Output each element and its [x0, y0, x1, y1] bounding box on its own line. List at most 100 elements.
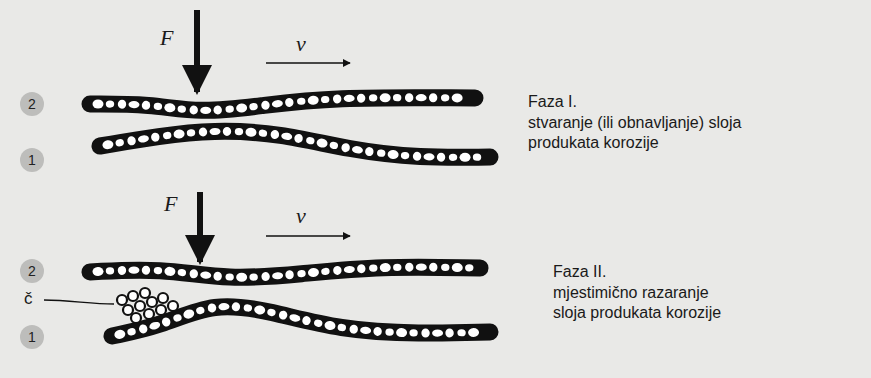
oxide-cell [173, 129, 185, 139]
leader-line [44, 300, 114, 304]
oxide-cell [380, 263, 391, 272]
wear-particle [135, 301, 145, 311]
oxide-cell [261, 100, 270, 110]
velocity-label: v [296, 30, 306, 58]
phase-description: mjestimično razaranje sloja produkata ko… [553, 283, 743, 323]
oxide-cell [278, 310, 288, 321]
oxide-cell [337, 323, 346, 331]
oxide-cell [182, 308, 195, 320]
wear-particle [117, 295, 127, 305]
oxide-cell [369, 94, 378, 101]
oxide-cell [360, 326, 372, 334]
oxide-cell [416, 94, 427, 101]
oxide-cell [148, 321, 161, 331]
surface-layers [90, 93, 490, 340]
oxide-cell [333, 266, 342, 276]
oxide-cell [243, 304, 252, 312]
oxide-cell [341, 143, 351, 153]
surface-band [100, 131, 490, 157]
wear-particle [140, 288, 150, 298]
oxide-cell [172, 313, 182, 323]
oxide-cell [106, 267, 115, 275]
wear-particle [168, 301, 178, 311]
wear-particles [117, 288, 178, 323]
oxide-cell [138, 324, 148, 335]
oxide-cell [387, 149, 399, 159]
particle-label: č [24, 288, 33, 309]
oxide-cell [380, 93, 391, 102]
oxide-cell [377, 149, 386, 157]
oxide-cell [285, 270, 294, 280]
phase-description: stvaranje (ili obnavljanje) sloja produk… [528, 113, 743, 153]
oxide-cell [457, 329, 466, 336]
oxide-cell [115, 138, 124, 146]
oxide-cell [118, 100, 127, 109]
wear-particle [144, 309, 154, 319]
oxide-cell [393, 264, 402, 271]
oxide-cell [316, 138, 329, 149]
oxide-cell [164, 103, 176, 113]
oxide-cell [235, 128, 244, 136]
oxide-cell [285, 98, 294, 108]
wear-particle [147, 297, 157, 307]
oxide-cell [281, 132, 293, 141]
surface-band [112, 307, 490, 336]
oxide-cell [409, 329, 418, 336]
oxide-cell [357, 94, 366, 103]
force-label: F [160, 24, 173, 52]
oxide-cell [267, 308, 277, 317]
oxide-cell [324, 320, 336, 331]
oxide-cell [128, 101, 139, 109]
oxide-cell [209, 128, 220, 135]
oxide-cell [272, 272, 284, 280]
oxide-cell [249, 103, 258, 111]
oxide-cell [150, 132, 160, 142]
oxide-cell [329, 141, 339, 150]
oxide-cell [164, 266, 176, 276]
oxide-cell [473, 154, 481, 161]
oxide-cell [189, 105, 198, 114]
wear-particle [123, 305, 133, 315]
oxide-cell [449, 154, 457, 161]
oxide-cell [441, 94, 449, 101]
wear-particle [156, 305, 166, 315]
oxide-cell [127, 136, 137, 146]
oxide-cell [351, 145, 363, 154]
oxide-cell [465, 264, 474, 271]
oxide-cell [225, 105, 234, 113]
oxide-cell [307, 95, 319, 105]
oxide-cell [385, 328, 394, 336]
oxide-cell [245, 127, 257, 137]
oxide-cell [301, 315, 311, 326]
callout-number: 2 [20, 92, 44, 116]
oxide-cell [127, 327, 137, 336]
oxide-cell [207, 303, 217, 313]
velocity-arrow [266, 62, 350, 64]
velocity-arrow [266, 235, 350, 237]
oxide-cell [313, 319, 323, 328]
oxide-cell [200, 271, 212, 279]
oxide-cell [225, 273, 234, 281]
oxide-cell [369, 264, 378, 272]
callout-number: 1 [20, 325, 44, 349]
oxide-cell [200, 107, 211, 114]
oxide-cell [365, 147, 375, 157]
oxide-cell [357, 264, 366, 273]
oxide-cell [114, 329, 127, 340]
oxide-cell [270, 130, 279, 140]
oxide-cell [106, 100, 114, 107]
phase-heading: Faza I. [528, 92, 577, 112]
callout-number: 2 [20, 259, 44, 283]
oxide-cell [445, 328, 454, 337]
oxide-cell [344, 95, 355, 103]
callout-text: 1 [28, 330, 36, 344]
oxide-cell [92, 267, 103, 277]
oxide-cell [163, 131, 172, 139]
oxide-cell [93, 100, 104, 109]
oxide-cell [373, 327, 382, 337]
oxide-cell [161, 316, 172, 327]
oxide-cell [468, 328, 479, 337]
oxide-cell [231, 302, 240, 312]
oxide-cell [128, 266, 139, 273]
